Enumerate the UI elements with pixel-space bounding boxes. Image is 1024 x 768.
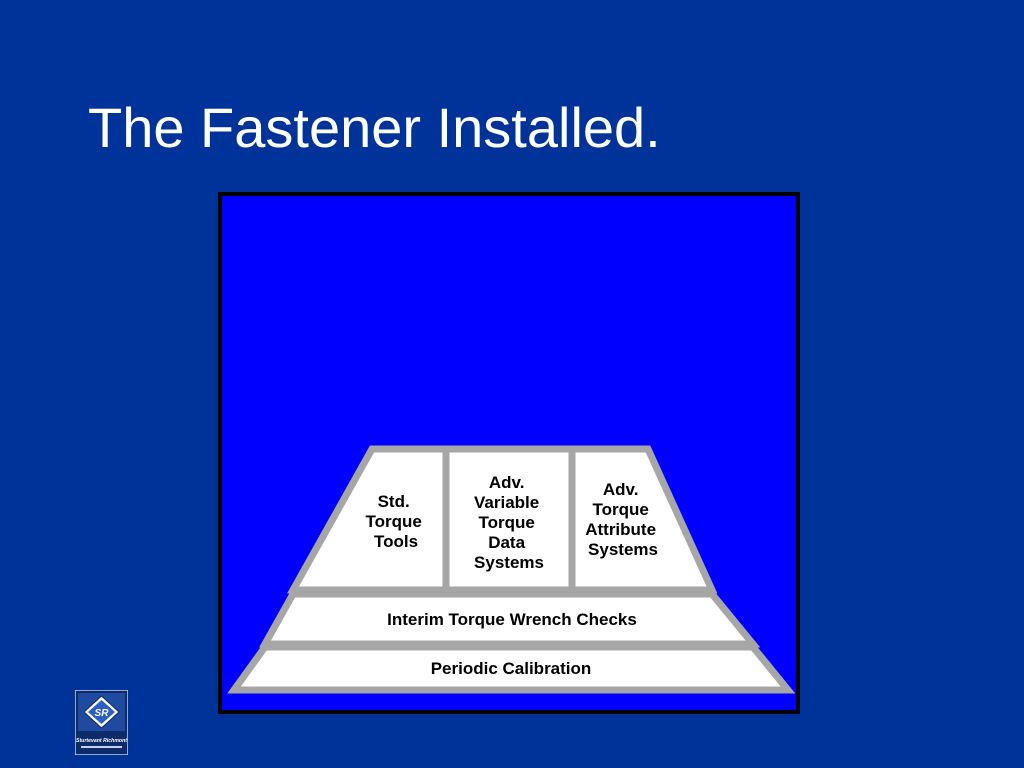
top-box-3-line-3: Attribute [585,520,656,539]
bottom-tier: Periodic Calibration [227,643,796,694]
top-box-adv-variable-torque-data-systems: Adv. Variable Torque Data Systems [474,473,544,572]
pyramid-diagram: Std. Torque Tools Adv. Variable Torque D… [218,192,800,714]
top-box-2-line-4: Data [488,533,525,552]
top-box-3-line-1: Adv. [603,480,639,499]
top-box-1-line-2: Torque [365,512,421,531]
sturtevant-richmont-logo-icon: SR Sturtevant Richmont [75,690,128,755]
top-box-3-line-4: Systems [588,540,658,559]
bottom-tier-outline [227,643,796,694]
slide-title: The Fastener Installed. [88,96,661,159]
top-box-adv-torque-attribute-systems: Adv. Torque Attribute Systems [585,480,661,559]
top-box-2-line-3: Torque [478,513,534,532]
top-tier: Std. Torque Tools Adv. Variable Torque D… [287,445,718,594]
top-box-std-torque-tools: Std. Torque Tools [365,492,426,551]
top-box-2-line-5: Systems [474,553,544,572]
bottom-tier-label: Periodic Calibration [431,659,592,678]
logo-monogram: SR [95,708,110,719]
logo-text: Sturtevant Richmont [76,738,127,744]
middle-tier: Interim Torque Wrench Checks [259,590,761,648]
top-tier-outline [287,445,718,594]
top-box-2-line-1: Adv. [489,473,525,492]
top-box-3-line-2: Torque [592,500,648,519]
top-box-1-line-3: Tools [374,532,418,551]
middle-tier-label: Interim Torque Wrench Checks [387,610,637,629]
top-box-2-line-2: Variable [474,493,539,512]
top-box-1-line-1: Std. [378,492,410,511]
pyramid-svg: Std. Torque Tools Adv. Variable Torque D… [227,445,796,694]
